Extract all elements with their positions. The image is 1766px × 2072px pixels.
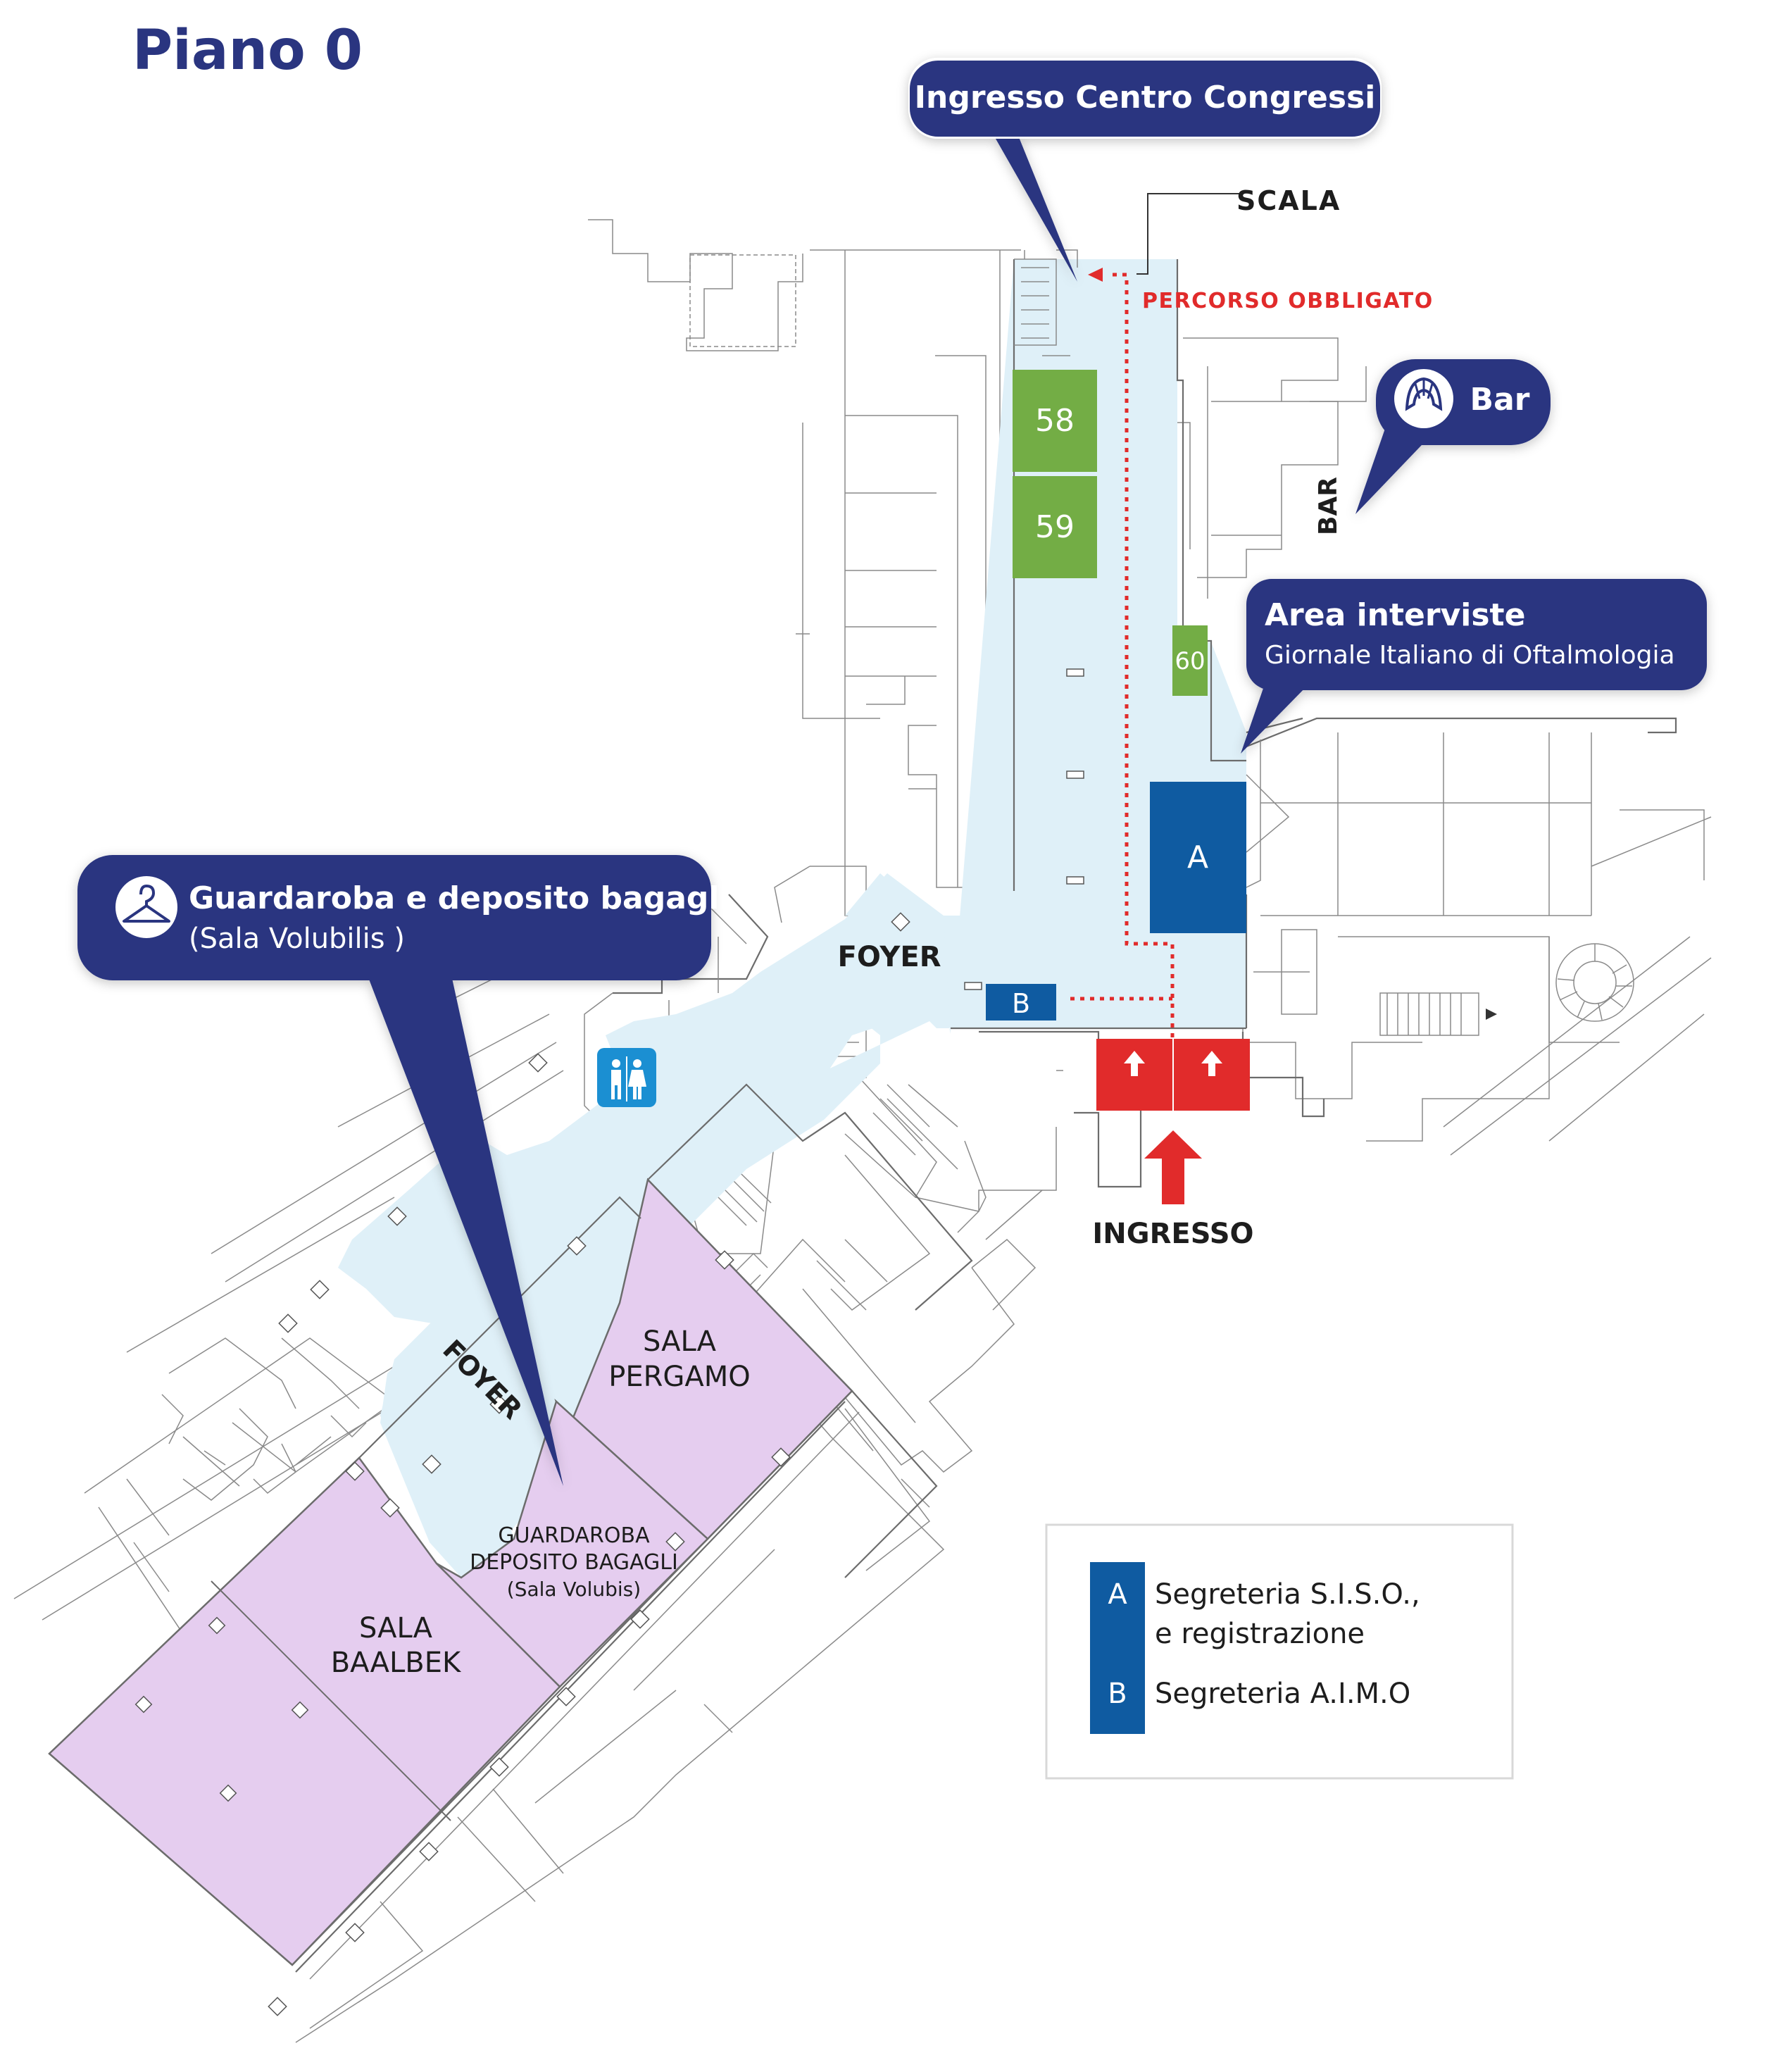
ingresso-label: INGRESSO xyxy=(1092,1218,1253,1250)
legend-b-line1: Segreteria A.I.M.O xyxy=(1155,1678,1410,1710)
guardaroba-room-label-1: GUARDAROBA xyxy=(498,1523,650,1548)
croissant-icon xyxy=(1394,369,1453,428)
mandatory-route xyxy=(1070,273,1175,1039)
callout-bar-text: Bar xyxy=(1470,382,1530,418)
sala-baalbek-label-2: BAALBEK xyxy=(331,1647,462,1679)
arrow-up-icon xyxy=(1124,1051,1145,1076)
legend-key-bar xyxy=(1090,1562,1145,1734)
booth-b-label: B xyxy=(1012,988,1030,1019)
legend: A B Segreteria S.I.S.O., e registrazione… xyxy=(1045,1523,1514,1780)
sala-pergamo-label-2: PERGAMO xyxy=(608,1361,751,1393)
booth-60: 60 xyxy=(1172,625,1208,696)
sala-baalbek-label-1: SALA xyxy=(359,1612,433,1645)
entrance-doors xyxy=(1096,1039,1250,1111)
bar-vertical-label: BAR xyxy=(1314,477,1343,535)
guardaroba-room-label-3: (Sala Volubis) xyxy=(507,1578,641,1601)
route-arrow xyxy=(1088,268,1103,282)
booth-a: A xyxy=(1150,782,1246,933)
foyer-columns xyxy=(964,668,1084,990)
booth-b: B xyxy=(986,984,1056,1021)
legend-a-line2: e registrazione xyxy=(1155,1618,1365,1650)
entrance-arrow-icon xyxy=(1144,1130,1202,1204)
callout-area-interviste xyxy=(1241,579,1707,754)
page-title: Piano 0 xyxy=(132,19,363,82)
legend-key-a: A xyxy=(1108,1578,1127,1611)
callout-ingresso-cc-text: Ingresso Centro Congressi xyxy=(915,80,1376,116)
callout-area-interviste-sub: Giornale Italiano di Oftalmologia xyxy=(1265,641,1675,670)
callout-guardaroba xyxy=(77,855,711,1486)
guardaroba-room-label-2: DEPOSITO BAGAGLI xyxy=(470,1550,678,1575)
sala-pergamo-label-1: SALA xyxy=(643,1325,717,1358)
booth-59-label: 59 xyxy=(1035,509,1075,545)
foyer-label-1: FOYER xyxy=(838,941,941,973)
booth-58-label: 58 xyxy=(1035,403,1075,439)
restroom-icon xyxy=(597,1048,656,1107)
scala-leader-line xyxy=(1136,193,1239,275)
booth-59: 59 xyxy=(1013,476,1097,578)
booth-a-label: A xyxy=(1187,840,1208,875)
percorso-label: PERCORSO OBBLIGATO xyxy=(1142,289,1434,313)
callout-area-interviste-title: Area interviste xyxy=(1265,597,1525,633)
callout-guardaroba-title: Guardaroba e deposito bagagli xyxy=(189,880,730,916)
callout-guardaroba-sub: (Sala Volubilis ) xyxy=(189,923,405,955)
wing-walls xyxy=(49,912,973,2016)
arrow-up-icon xyxy=(1201,1051,1222,1076)
scala-label: SCALA xyxy=(1236,185,1341,216)
legend-a-line1: Segreteria S.I.S.O., xyxy=(1155,1578,1420,1611)
callout-ingresso-cc xyxy=(908,58,1382,282)
lilac-rooms xyxy=(48,1178,853,1966)
booth-58: 58 xyxy=(1013,370,1097,472)
booth-60-label: 60 xyxy=(1175,647,1205,675)
legend-key-b: B xyxy=(1108,1678,1127,1710)
coat-hanger-icon xyxy=(115,876,177,938)
